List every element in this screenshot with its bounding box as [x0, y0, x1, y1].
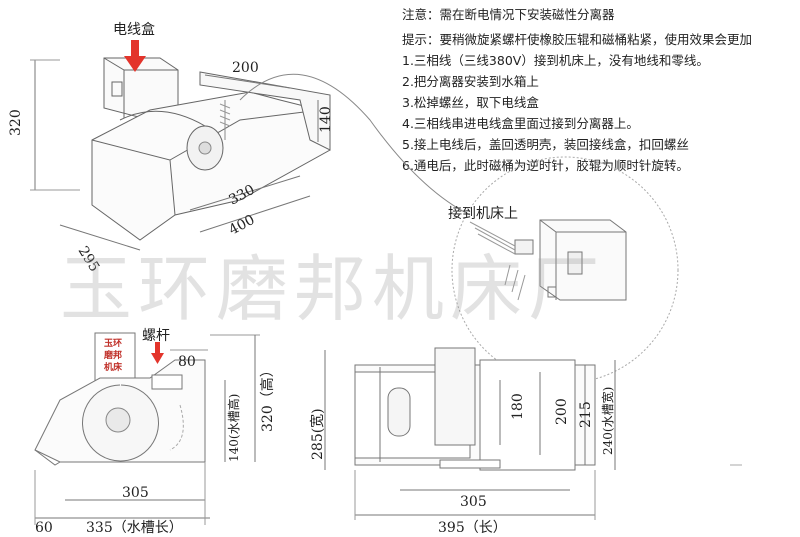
wire-box-arrow: [124, 40, 146, 72]
wiring-detail: [451, 156, 679, 384]
dim-305-front: 305: [460, 494, 487, 510]
dim-140-side: 140(水槽高): [226, 394, 241, 462]
tip-text: 提示：要稍微旋紧螺杆使橡胶压辊和磁桶粘紧，使用效果会更加: [402, 32, 753, 47]
step-1: 1.三相线（三线380V）接到机床上，没有地线和零线。: [402, 53, 709, 68]
dim-200-front: 200: [554, 398, 570, 425]
detail-callout-curve: [239, 73, 471, 216]
screw-label: 螺杆: [142, 328, 170, 344]
side-view: [34, 332, 260, 525]
dim-200-top: 200: [232, 60, 259, 76]
front-view: [324, 347, 742, 520]
dim-60: 60: [35, 520, 53, 536]
dim-335: 335（水槽长）: [86, 520, 183, 536]
screw-arrow: [151, 342, 164, 364]
dim-80: 80: [178, 354, 196, 370]
dim-320-side: 320（高）: [259, 363, 276, 432]
dim-140-top: 140: [318, 106, 334, 133]
detail-label: 接到机床上: [448, 205, 518, 222]
box-text-2: 磨邦: [103, 349, 122, 361]
dim-305-side: 305: [122, 485, 149, 501]
box-text-1: 玉环: [104, 338, 122, 349]
dim-180: 180: [510, 393, 526, 420]
dim-320-top: 320: [8, 109, 24, 136]
dim-215: 215: [578, 401, 594, 428]
dim-295: 295: [75, 244, 103, 275]
step-3: 3.松掉螺丝，取下电线盒: [402, 95, 539, 110]
warning-text: 注意：需在断电情况下安装磁性分离器: [402, 7, 615, 22]
step-2: 2.把分离器安装到水箱上: [402, 74, 539, 89]
dim-240: 240(水槽宽): [600, 387, 615, 455]
dim-395: 395（长）: [438, 520, 507, 536]
isometric-view: [30, 57, 471, 251]
step-4: 4.三相线串进电线盒里面过接到分离器上。: [402, 116, 639, 131]
wire-box-label: 电线盒: [113, 21, 155, 38]
dim-400: 400: [226, 212, 257, 239]
dim-285: 285(宽): [309, 408, 326, 460]
step-5: 5.接上电线后，盖回透明壳，装回接线盒，扣回螺丝: [402, 137, 689, 152]
box-text-3: 机床: [104, 361, 123, 373]
